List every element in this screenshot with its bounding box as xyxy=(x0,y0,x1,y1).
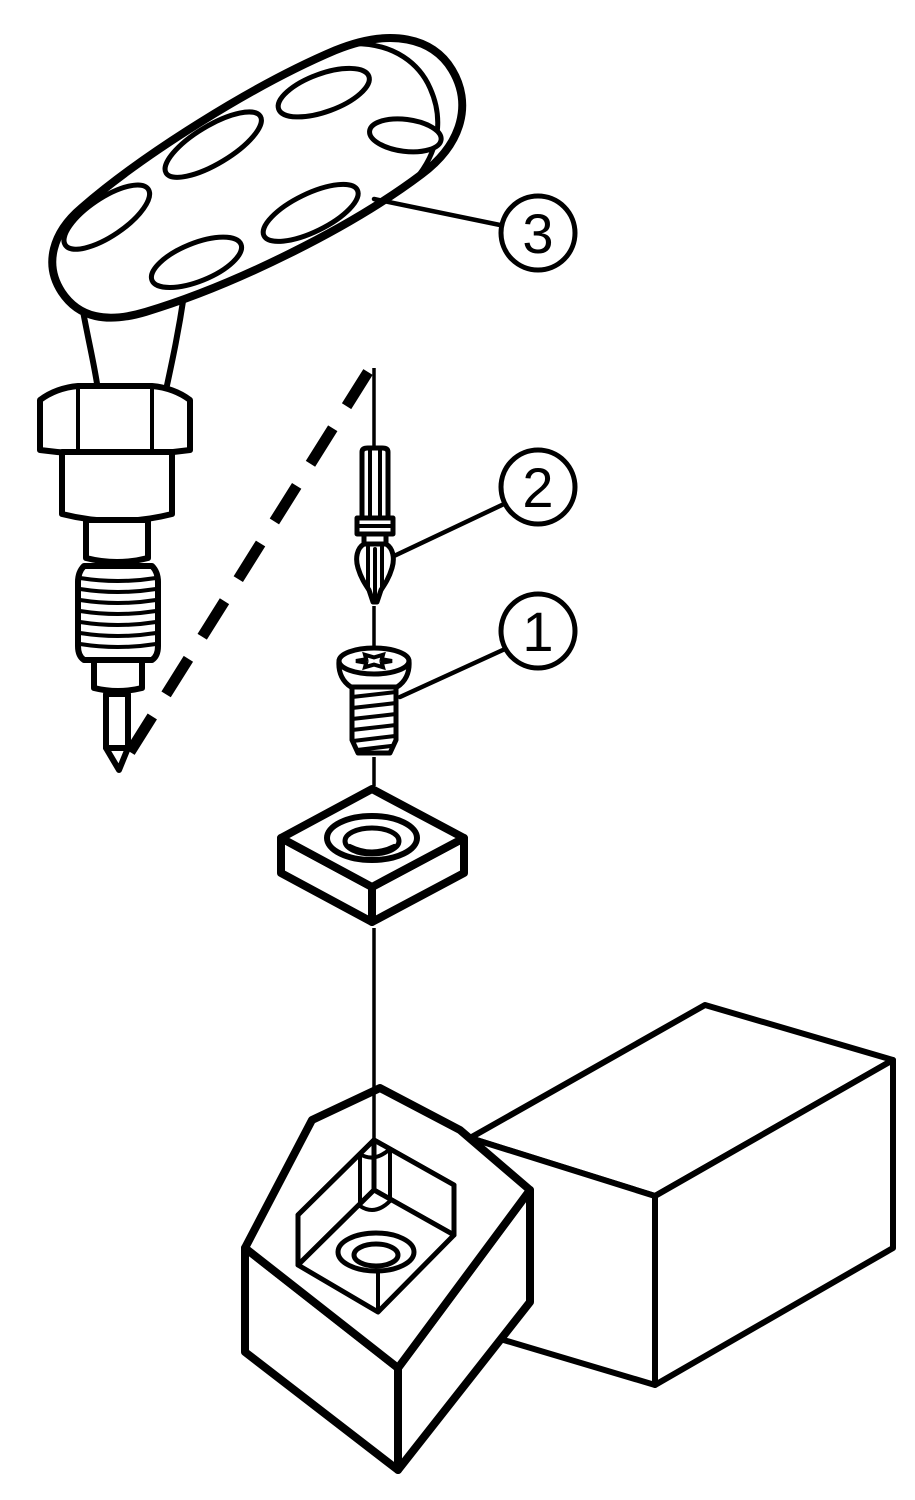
pocket-screw-hole-inner xyxy=(351,1241,401,1269)
screwdriver-tip-collar xyxy=(91,657,145,694)
screw-torx-recess xyxy=(355,651,393,671)
callout-2-label: 2 xyxy=(522,456,553,519)
screwdriver-point-tip xyxy=(103,745,131,773)
alignment-dashed-line xyxy=(125,369,373,755)
callout-3: 3 xyxy=(371,193,578,273)
callout-3-circle xyxy=(498,193,578,273)
insert-hole-depth-arc xyxy=(348,844,396,854)
callout-2: 2 xyxy=(391,447,578,559)
callout-3-label: 3 xyxy=(522,202,553,265)
screwdriver-step-cylinder xyxy=(83,517,151,565)
insert-screw xyxy=(336,645,412,756)
torque-screwdriver xyxy=(37,34,467,773)
bit-shank xyxy=(359,445,391,521)
tool-holder xyxy=(241,1002,896,1474)
screwdriver-barrel xyxy=(59,449,175,524)
callout-1-label: 1 xyxy=(522,600,553,663)
torx-bit xyxy=(354,445,396,605)
callout-1-leader-line xyxy=(397,646,508,700)
screw-threads xyxy=(350,690,398,752)
callout-3-leader-line xyxy=(371,196,503,228)
screwdriver-hex-collar xyxy=(37,383,193,458)
handle-body xyxy=(48,34,467,322)
knurl-ridge-lines xyxy=(78,576,158,649)
handle-grip-dimple xyxy=(61,182,153,252)
callout-2-circle xyxy=(498,447,578,527)
bit-flute-lines xyxy=(366,545,384,602)
handle-grip-dimple xyxy=(162,109,264,180)
callout-2-leader-line xyxy=(391,501,507,559)
handle-grip-dimple xyxy=(148,234,245,290)
screwdriver-handle xyxy=(48,34,467,322)
callout-1: 1 xyxy=(397,591,578,700)
screw-head-top xyxy=(336,645,412,677)
pocket-corner-relief-slot xyxy=(358,1147,392,1212)
callout-1-circle xyxy=(498,591,578,671)
screwdriver-rod xyxy=(103,691,131,751)
handle-grip-dimple xyxy=(367,116,444,155)
handle-grip-dimple xyxy=(260,181,361,244)
cutting-insert xyxy=(277,785,468,926)
handle-grip-dimple xyxy=(275,65,372,120)
